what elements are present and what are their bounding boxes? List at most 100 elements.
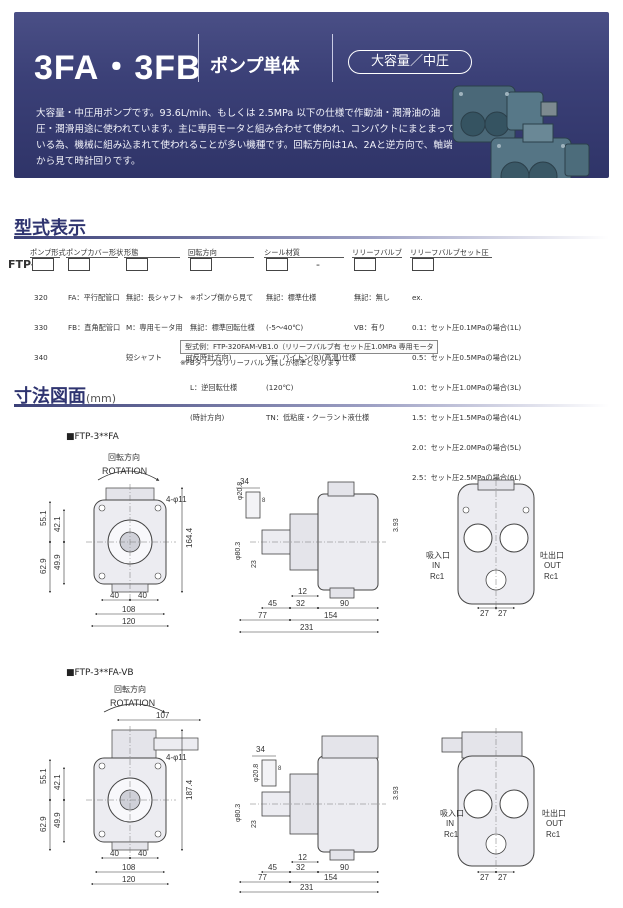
bolt-hole [522, 506, 530, 514]
model-example: 型式例：FTP-320FAM-VB1.0（リリーフバルブ有 セット圧1.0MPa… [180, 340, 438, 363]
d2-dim-154: 154 [324, 873, 338, 882]
drawing1-side-view: 34 8 φ20.8 φ80.3 23 3.93 12 45 32 90 77 … [235, 477, 400, 634]
mc-line: 0.1：セット圧0.1MPaの場合(1L) [412, 323, 522, 332]
d1-in-rc: Rc1 [430, 572, 445, 581]
mc-line: 無記：標準仕様 [266, 293, 317, 302]
mc-line: 320 [34, 293, 48, 302]
model-dash: - [316, 258, 320, 271]
dimension-title-text: 寸法図面 [14, 386, 86, 407]
mc-line: 無記：無し [354, 293, 390, 302]
relief-valve-stem [153, 737, 199, 751]
head-underline [352, 257, 402, 258]
drawing1-front-view: 回転方向 ROTATION 4-φ11 55.1 42.1 62.9 49.9 … [39, 452, 194, 628]
product-title: 3FA・3FB [34, 49, 202, 87]
d2-dim-77: 77 [258, 873, 267, 882]
rotation-arrow-icon [97, 470, 160, 481]
d1-dim-120: 120 [122, 617, 136, 626]
spec-badge: 大容量／中圧 [348, 50, 472, 74]
d2-rotation-en: ROTATION [110, 698, 155, 708]
d1-dim-32: 32 [296, 599, 305, 608]
d1-dim-12: 12 [298, 587, 307, 596]
mc-line: 2.5：セット圧2.5MPaの場合(6L) [412, 473, 522, 482]
code-box-form [126, 258, 148, 271]
key-detail [245, 491, 261, 519]
fb-note: ※FBタイプはリリーフバルブ無しが標準となります [180, 359, 342, 367]
d2-dim-108: 108 [122, 863, 136, 872]
d1-dim-803: φ80.3 [235, 542, 242, 560]
section-rule [14, 236, 609, 239]
d2-hole-dim: 4-φ11 [166, 753, 187, 762]
mc-line: FA：平行配管口 [68, 293, 120, 302]
code-box-rotation [190, 258, 212, 271]
head-underline [264, 257, 344, 258]
bolt-hole [98, 572, 106, 580]
mc-values-pump-type: 320 330 340 [34, 273, 48, 373]
d1-dim-23: 23 [251, 560, 258, 568]
d1-dim-40b: 40 [138, 591, 147, 600]
mc-line: 短シャフト [126, 353, 162, 362]
d1-dim-208: φ20.8 [237, 482, 244, 500]
d2-dim-23: 23 [251, 820, 258, 828]
relief-valve-block [111, 729, 157, 761]
model-prefix: FTP- [8, 258, 36, 271]
mc-line: 2.0：セット圧2.0MPaの場合(5L) [412, 443, 522, 452]
bolt-hole [154, 504, 162, 512]
d1-dim-629: 62.9 [39, 558, 48, 574]
head-underline [188, 257, 254, 258]
d2-dim-55: 55.1 [39, 768, 48, 784]
mc-line: L：逆回転仕様 [190, 383, 238, 392]
mc-values-relief: 無記：無し VB：有り [354, 273, 390, 343]
d2-dim-208: φ20.8 [253, 764, 260, 782]
d2-dim-12: 12 [298, 853, 307, 862]
d2-dim-32: 32 [296, 863, 305, 872]
d2-out-en: OUT [546, 819, 563, 828]
d1-dim-154: 154 [324, 611, 338, 620]
bolt-hole [154, 830, 162, 838]
d1-dim-40a: 40 [110, 591, 119, 600]
mc-values-rotation: ※ポンプ側から見て 無記：標準回転仕様 (反時計方向) L：逆回転仕様 (時計方… [190, 273, 255, 433]
product-subtitle: ポンプ単体 [210, 56, 300, 77]
dimension-title: 寸法図面(mm) [14, 382, 116, 408]
d2-in-en: IN [446, 819, 454, 828]
mc-head-rotation: 回転方向 [188, 248, 217, 257]
d1-dim-27a: 27 [480, 609, 489, 618]
mc-line: 1.0：セット圧1.0MPaの場合(3L) [412, 383, 522, 392]
d1-dim-231: 231 [300, 623, 314, 632]
drawing2-front-view: 回転方向 ROTATION 107 4-φ11 55.1 42.1 62.9 4… [39, 684, 202, 886]
bottom-port-side [329, 849, 355, 861]
d1-dim-90: 90 [340, 599, 349, 608]
mc-head-cover: ポンプカバー形状 [66, 248, 124, 257]
d1-dim-108: 108 [122, 605, 136, 614]
d2-key: 8 [278, 766, 282, 772]
mc-line: 330 [34, 323, 48, 332]
mc-line: 0.5：セット圧0.5MPaの場合(2L) [412, 353, 522, 362]
d1-dim-34: 34 [240, 477, 249, 486]
d2-dim-231: 231 [300, 883, 314, 892]
drawing1-rear-view: 吸入口 IN Rc1 吐出口 OUT Rc1 27 27 [426, 479, 564, 618]
bolt-hole [98, 762, 106, 770]
drawing1-svg: 回転方向 ROTATION 4-φ11 55.1 42.1 62.9 49.9 … [39, 452, 564, 634]
mc-line: 無記：長シャフト [126, 293, 184, 302]
d2-dim-27a: 27 [480, 873, 489, 882]
d1-dim-27b: 27 [498, 609, 507, 618]
d2-dim-107: 107 [156, 711, 170, 720]
mc-line: 無記：標準回転仕様 [190, 323, 255, 332]
title-divider [198, 34, 199, 82]
d2-dim-629: 62.9 [39, 816, 48, 832]
bolt-hole [462, 506, 470, 514]
mc-head-relief: リリーフバルブ [352, 248, 402, 257]
mc-values-relief-pressure: ex. 0.1：セット圧0.1MPaの場合(1L) 0.5：セット圧0.5MPa… [412, 273, 521, 493]
d1-dim-499: 49.9 [53, 554, 62, 570]
bolt-hole [98, 504, 106, 512]
d2-dim-45: 45 [268, 863, 277, 872]
inlet-port [463, 523, 493, 553]
d1-dim-164: 164.4 [185, 527, 194, 548]
mc-head-form: 形態 [124, 248, 139, 257]
mc-line: ※ポンプ側から見て [190, 293, 254, 302]
d2-dim-34: 34 [256, 745, 265, 754]
d1-key: 8 [262, 498, 266, 504]
mc-line: ex. [412, 293, 423, 302]
d2-dim-27b: 27 [498, 873, 507, 882]
product-description: 大容量・中圧用ポンプです。93.6L/min、もしくは 2.5MPa 以下の仕様… [36, 108, 456, 167]
d1-out-en: OUT [544, 561, 561, 570]
